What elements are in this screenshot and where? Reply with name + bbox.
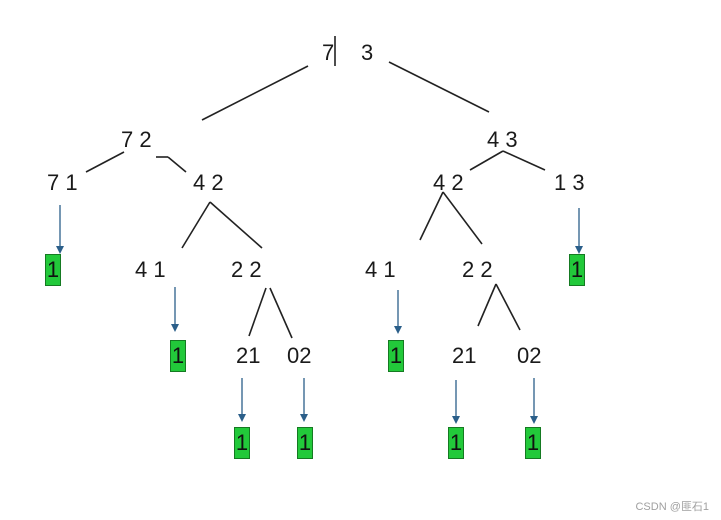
- tree-edge: [502, 150, 546, 171]
- tree-edge: [477, 283, 497, 327]
- leaf-result: 1: [569, 254, 585, 286]
- tree-edge: [419, 191, 444, 241]
- tree-edge: [248, 287, 267, 337]
- tree-edges: [85, 36, 546, 339]
- tree-edge: [495, 283, 521, 331]
- arrow-head: [56, 246, 64, 254]
- leaf-result: 1: [45, 254, 61, 286]
- arrow-head: [530, 416, 538, 424]
- tree-edge: [442, 191, 483, 245]
- tree-edge: [167, 156, 187, 173]
- leaf-arrows: [56, 205, 583, 424]
- arrow-head: [394, 326, 402, 334]
- arrow-head: [238, 414, 246, 422]
- node-02-right: 02: [517, 343, 542, 368]
- node-4-1-right: 4 1: [365, 257, 396, 282]
- leaf-result: 1: [297, 427, 313, 459]
- tree-edge: [209, 201, 263, 249]
- node-4-3: 4 3: [487, 127, 518, 152]
- tree-edge: [201, 65, 309, 121]
- arrow-head: [300, 414, 308, 422]
- watermark: CSDN @匪石1: [635, 501, 709, 513]
- node-7-2: 7 2: [121, 127, 152, 152]
- tree-edge: [269, 287, 293, 339]
- tree-edge: [85, 151, 125, 173]
- node-4-1-left: 4 1: [135, 257, 166, 282]
- tree-edge: [181, 201, 211, 249]
- root-left-value: 7: [322, 40, 335, 65]
- node-21-right: 21: [452, 343, 477, 368]
- node-1-3: 1 3: [554, 170, 585, 195]
- node-2-2-left: 2 2: [231, 257, 262, 282]
- node-4-2-left: 4 2: [193, 170, 224, 195]
- arrow-head: [575, 246, 583, 254]
- leaf-result: 1: [388, 340, 404, 372]
- node-4-2-right: 4 2: [433, 170, 464, 195]
- node-02-left: 02: [287, 343, 312, 368]
- node-7-1: 7 1: [47, 170, 78, 195]
- leaf-result: 1: [170, 340, 186, 372]
- tree-edge: [469, 150, 504, 171]
- arrow-head: [171, 324, 179, 332]
- leaf-result: 1: [234, 427, 250, 459]
- node-21-left: 21: [236, 343, 261, 368]
- node-2-2-right: 2 2: [462, 257, 493, 282]
- leaf-result: 1: [525, 427, 541, 459]
- leaf-result: 1: [448, 427, 464, 459]
- tree-edge: [388, 61, 490, 113]
- arrow-head: [452, 416, 460, 424]
- root-right-value: 3: [361, 40, 374, 65]
